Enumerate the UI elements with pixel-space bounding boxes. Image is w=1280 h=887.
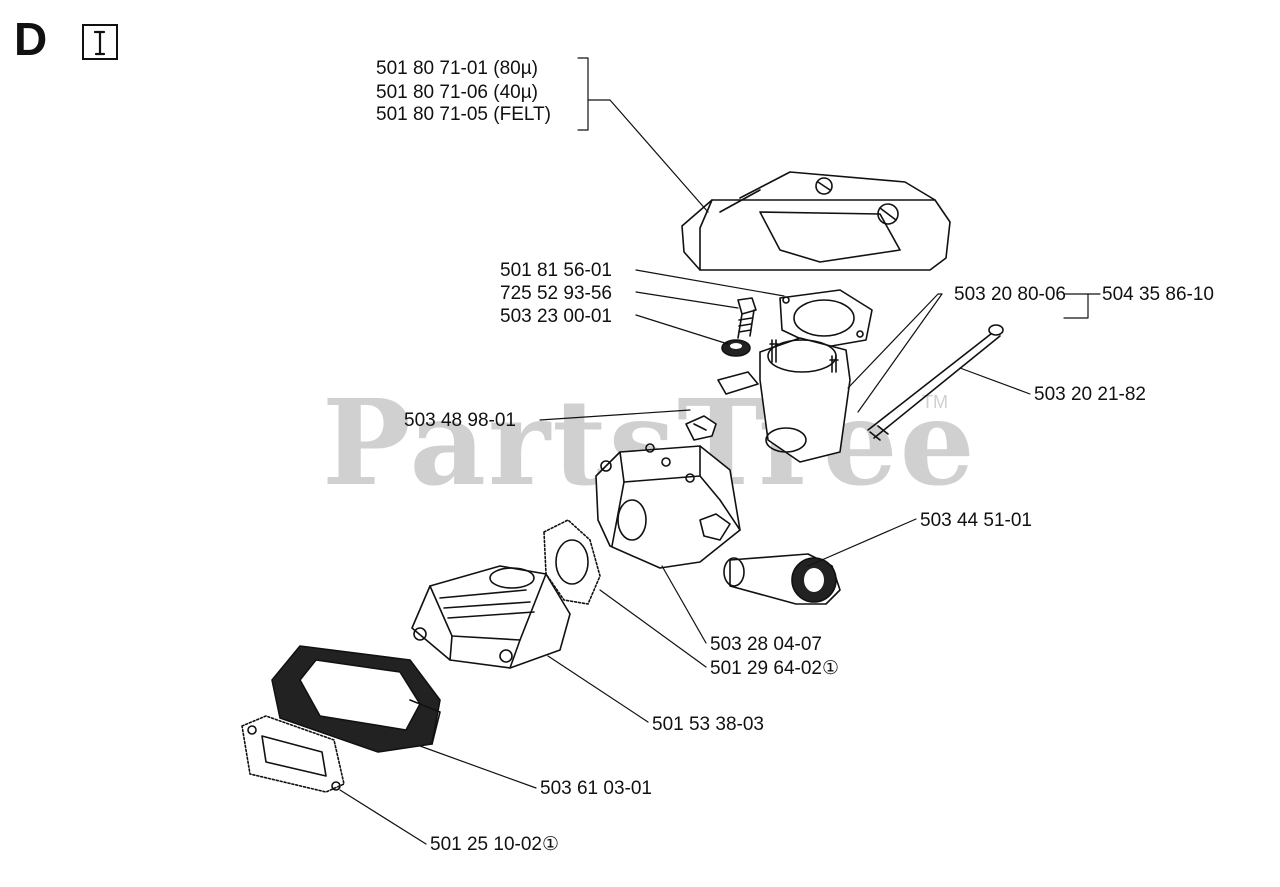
label-carb-gasket[interactable]: 501 29 64-02①	[710, 658, 839, 680]
label-intake-gasket-text: 501 25 10-02	[430, 834, 542, 855]
watermark-tm: TM	[922, 392, 948, 412]
section-letter: D	[14, 13, 48, 65]
label-intake-gasket[interactable]: 501 25 10-02①	[430, 834, 559, 856]
label-sleeve[interactable]: 503 44 51-01	[920, 510, 1032, 531]
carb-adapter-part	[717, 337, 851, 463]
carb-gasket-part	[543, 519, 601, 605]
clip-part	[685, 415, 717, 441]
air-filter-cover-part	[681, 171, 951, 271]
leader-lines	[339, 57, 1101, 845]
washer-part	[721, 339, 751, 357]
intake-manifold-part	[411, 565, 571, 669]
sleeve-part	[723, 553, 841, 605]
wrench-icon	[93, 30, 106, 56]
gasket-top-part	[779, 289, 873, 349]
screw-part	[737, 297, 757, 339]
label-adapter-kit[interactable]: 504 35 86-10	[1102, 284, 1214, 305]
label-gasket-top[interactable]: 501 81 56-01	[500, 260, 612, 281]
label-carb-gasket-text: 501 29 64-02	[710, 658, 822, 679]
rubber-intake-part	[271, 645, 441, 753]
intake-gasket-part	[241, 715, 345, 793]
label-intake-manifold[interactable]: 501 53 38-03	[652, 714, 764, 735]
label-clip[interactable]: 503 48 98-01	[404, 410, 516, 431]
circled-one-icon: ①	[542, 834, 560, 855]
circled-one-icon: ①	[822, 658, 840, 679]
long-bolt-part	[867, 324, 1004, 441]
label-washer[interactable]: 503 23 00-01	[500, 306, 612, 327]
label-stud[interactable]: 503 20 80-06	[954, 284, 1066, 305]
label-carburetor[interactable]: 503 28 04-07	[710, 634, 822, 655]
label-long-bolt[interactable]: 503 20 21-82	[1034, 384, 1146, 405]
carburetor-part	[595, 443, 741, 569]
label-rubber-intake[interactable]: 503 61 03-01	[540, 778, 652, 799]
label-air-filter-3[interactable]: 501 80 71-05 (FELT)	[376, 104, 551, 125]
label-screw[interactable]: 725 52 93-56	[500, 283, 612, 304]
label-air-filter-2[interactable]: 501 80 71-06 (40µ)	[376, 82, 539, 103]
label-air-filter-1[interactable]: 501 80 71-01 (80µ)	[376, 58, 539, 79]
tool-box	[82, 24, 118, 60]
